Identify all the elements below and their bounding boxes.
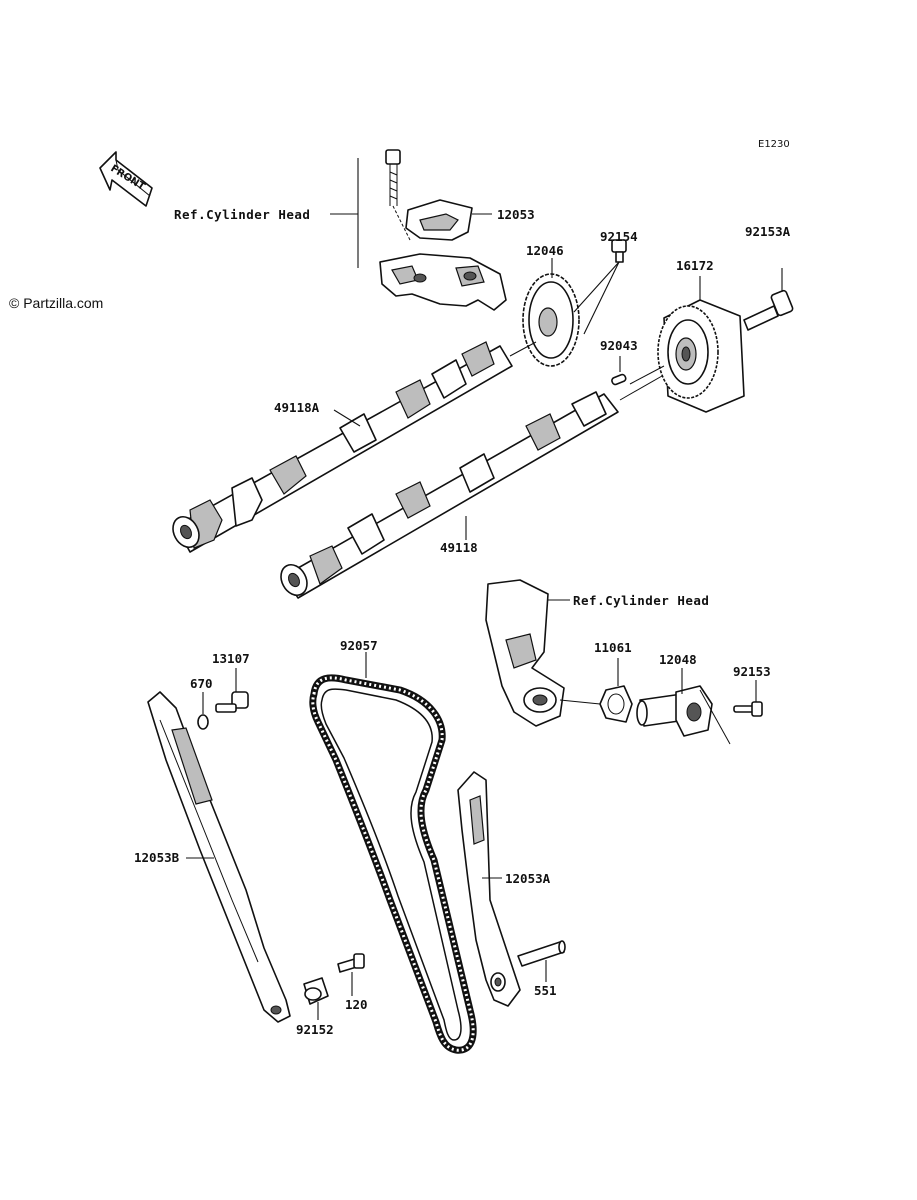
- cylinder-head-ref-right: [485, 579, 565, 727]
- part-label-92043[interactable]: 92043: [600, 338, 638, 353]
- part-label-12046[interactable]: 12046: [526, 243, 564, 258]
- camshaft-49118A: [172, 341, 537, 553]
- part-label-12053B[interactable]: 12053B: [134, 850, 180, 865]
- part-label-92153[interactable]: 92153: [733, 664, 771, 679]
- cam-chain-92057: [309, 674, 477, 1054]
- chain-guide-12053A: [457, 771, 521, 1007]
- part-label-92154[interactable]: 92154: [600, 229, 638, 244]
- ref-cylinder-head-right: Ref.Cylinder Head: [573, 593, 709, 608]
- diagram-code: E1230: [758, 139, 790, 150]
- bolt-92154: [611, 239, 627, 263]
- pin-551: [517, 940, 566, 967]
- part-label-92153A[interactable]: 92153A: [745, 224, 791, 239]
- bolt-120: [337, 953, 365, 973]
- part-label-120[interactable]: 120: [345, 997, 368, 1012]
- bolt-92153: [733, 701, 763, 717]
- part-label-11061[interactable]: 11061: [594, 640, 632, 655]
- cam-sprocket-12046: [522, 273, 580, 367]
- dowel-pin-92043: [611, 373, 627, 386]
- part-label-12048[interactable]: 12048: [659, 652, 697, 667]
- front-arrow-icon: FRONT: [99, 151, 153, 207]
- chain-guide-12053B: [147, 691, 291, 1023]
- part-label-12053[interactable]: 12053: [497, 207, 535, 222]
- o-ring-670: [197, 714, 209, 730]
- cam-phaser-16172: [657, 299, 745, 413]
- part-label-49118A[interactable]: 49118A: [274, 400, 320, 415]
- ref-cylinder-head-top: Ref.Cylinder Head: [174, 207, 310, 222]
- gasket-11061: [599, 685, 633, 723]
- bolt-92153A: [743, 289, 794, 331]
- part-label-12053A[interactable]: 12053A: [505, 871, 551, 886]
- part-label-49118[interactable]: 49118: [440, 540, 478, 555]
- tensioner-12048: [636, 685, 713, 737]
- part-label-551[interactable]: 551: [534, 983, 557, 998]
- part-label-13107[interactable]: 13107: [212, 651, 250, 666]
- part-label-92057[interactable]: 92057: [340, 638, 378, 653]
- part-label-92152[interactable]: 92152: [296, 1022, 334, 1037]
- part-label-670[interactable]: 670: [190, 676, 213, 691]
- collar-92152: [303, 977, 329, 1005]
- part-label-16172[interactable]: 16172: [676, 258, 714, 273]
- camshaft-cap-assembly: [379, 149, 507, 311]
- bolt-13107: [215, 691, 249, 713]
- watermark-text: © Partzilla.com: [9, 295, 103, 311]
- camshaft-49118: [280, 375, 663, 599]
